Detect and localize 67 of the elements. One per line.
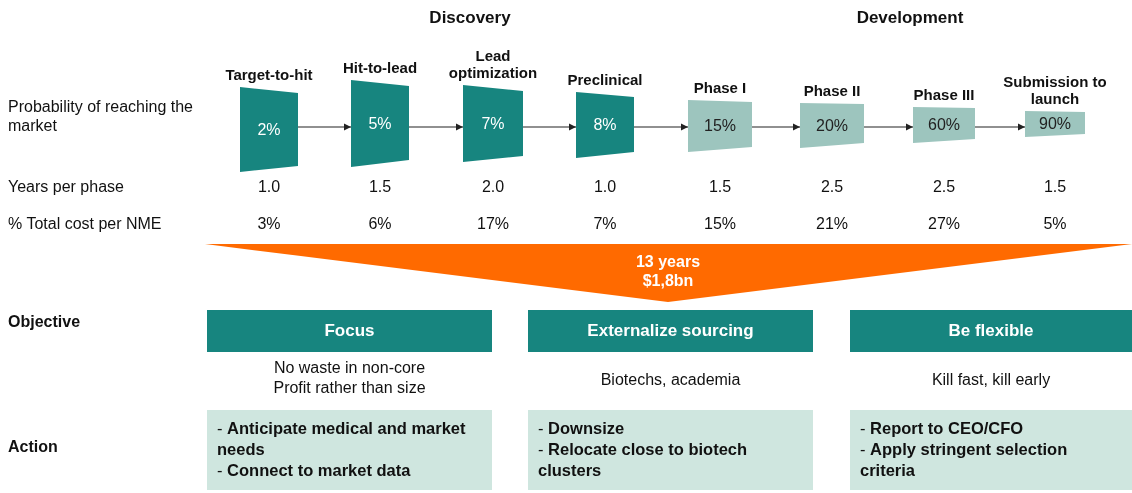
objective-description: No waste in non-core [272, 358, 427, 377]
stage-heading: Discovery [428, 8, 512, 27]
phase-heading: Phase I [692, 79, 748, 96]
phase-heading: Phase III [912, 86, 976, 103]
funnel-text: 13 years [634, 252, 702, 271]
table-value: 5% [1042, 214, 1068, 233]
phase-heading: Preclinical [566, 71, 644, 88]
probability-value: 8% [592, 115, 618, 135]
objective-description: Biotechs, academia [599, 370, 742, 389]
action-item: - Anticipate medical and market needs [217, 418, 467, 460]
phase-heading: Target-to-hit [224, 66, 314, 83]
table-value: 1.5 [1042, 177, 1068, 196]
action-item: - Downsize [538, 418, 626, 439]
table-value: 2.0 [480, 177, 506, 196]
table-value: 15% [703, 214, 737, 233]
table-value: 21% [815, 214, 849, 233]
table-value: 27% [927, 214, 961, 233]
arrow [751, 123, 801, 131]
phase-heading: Submission to launch [1002, 73, 1108, 107]
table-value: 7% [592, 214, 618, 233]
arrow [408, 123, 464, 131]
probability-value: 15% [703, 116, 737, 136]
row-label: Years per phase [8, 177, 125, 196]
stage-heading: Development [855, 8, 965, 27]
phase-heading: Hit-to-lead [341, 59, 419, 76]
action-box [528, 410, 813, 490]
probability-value: 90% [1038, 114, 1072, 134]
objective-header [207, 310, 492, 352]
action-box [850, 410, 1132, 490]
table-value: 1.0 [592, 177, 618, 196]
objective-title: Focus [324, 321, 375, 341]
phase-heading: Phase II [802, 82, 862, 99]
arrow [522, 123, 577, 131]
table-value: 6% [367, 214, 393, 233]
phase-heading: Lead optimization [447, 47, 539, 81]
action-box [207, 410, 492, 490]
table-value: 1.0 [256, 177, 282, 196]
section-label: Objective [8, 312, 82, 331]
arrow [863, 123, 914, 131]
table-value: 2.5 [819, 177, 845, 196]
objective-title: Externalize sourcing [587, 321, 754, 341]
row-label: % Total cost per NME [8, 214, 163, 233]
probability-value: 7% [480, 113, 506, 134]
table-value: 17% [476, 214, 510, 233]
objective-description: Profit rather than size [272, 378, 427, 397]
row-label: Probability of reaching the market [8, 97, 194, 135]
probability-value: 20% [815, 115, 849, 136]
probability-value: 60% [927, 115, 961, 135]
action-item: - Connect to market data [217, 460, 412, 481]
table-value: 2.5 [931, 177, 957, 196]
table-value: 1.5 [707, 177, 733, 196]
probability-value: 2% [256, 119, 282, 140]
arrow [974, 123, 1026, 131]
table-value: 1.5 [367, 177, 393, 196]
funnel-text: $1,8bn [641, 271, 695, 290]
action-item: - Relocate close to biotech clusters [538, 439, 749, 481]
objective-description: Kill fast, kill early [930, 370, 1052, 389]
objective-title: Be flexible [948, 321, 1034, 341]
objective-header [850, 310, 1132, 352]
section-label: Action [8, 437, 59, 456]
action-item: - Apply stringent selection criteria [860, 439, 1069, 481]
table-value: 3% [256, 214, 282, 233]
probability-value: 5% [367, 113, 393, 134]
arrow [633, 123, 689, 131]
arrow [297, 123, 352, 131]
action-item: - Report to CEO/CFO [860, 418, 1025, 439]
objective-header [528, 310, 813, 352]
